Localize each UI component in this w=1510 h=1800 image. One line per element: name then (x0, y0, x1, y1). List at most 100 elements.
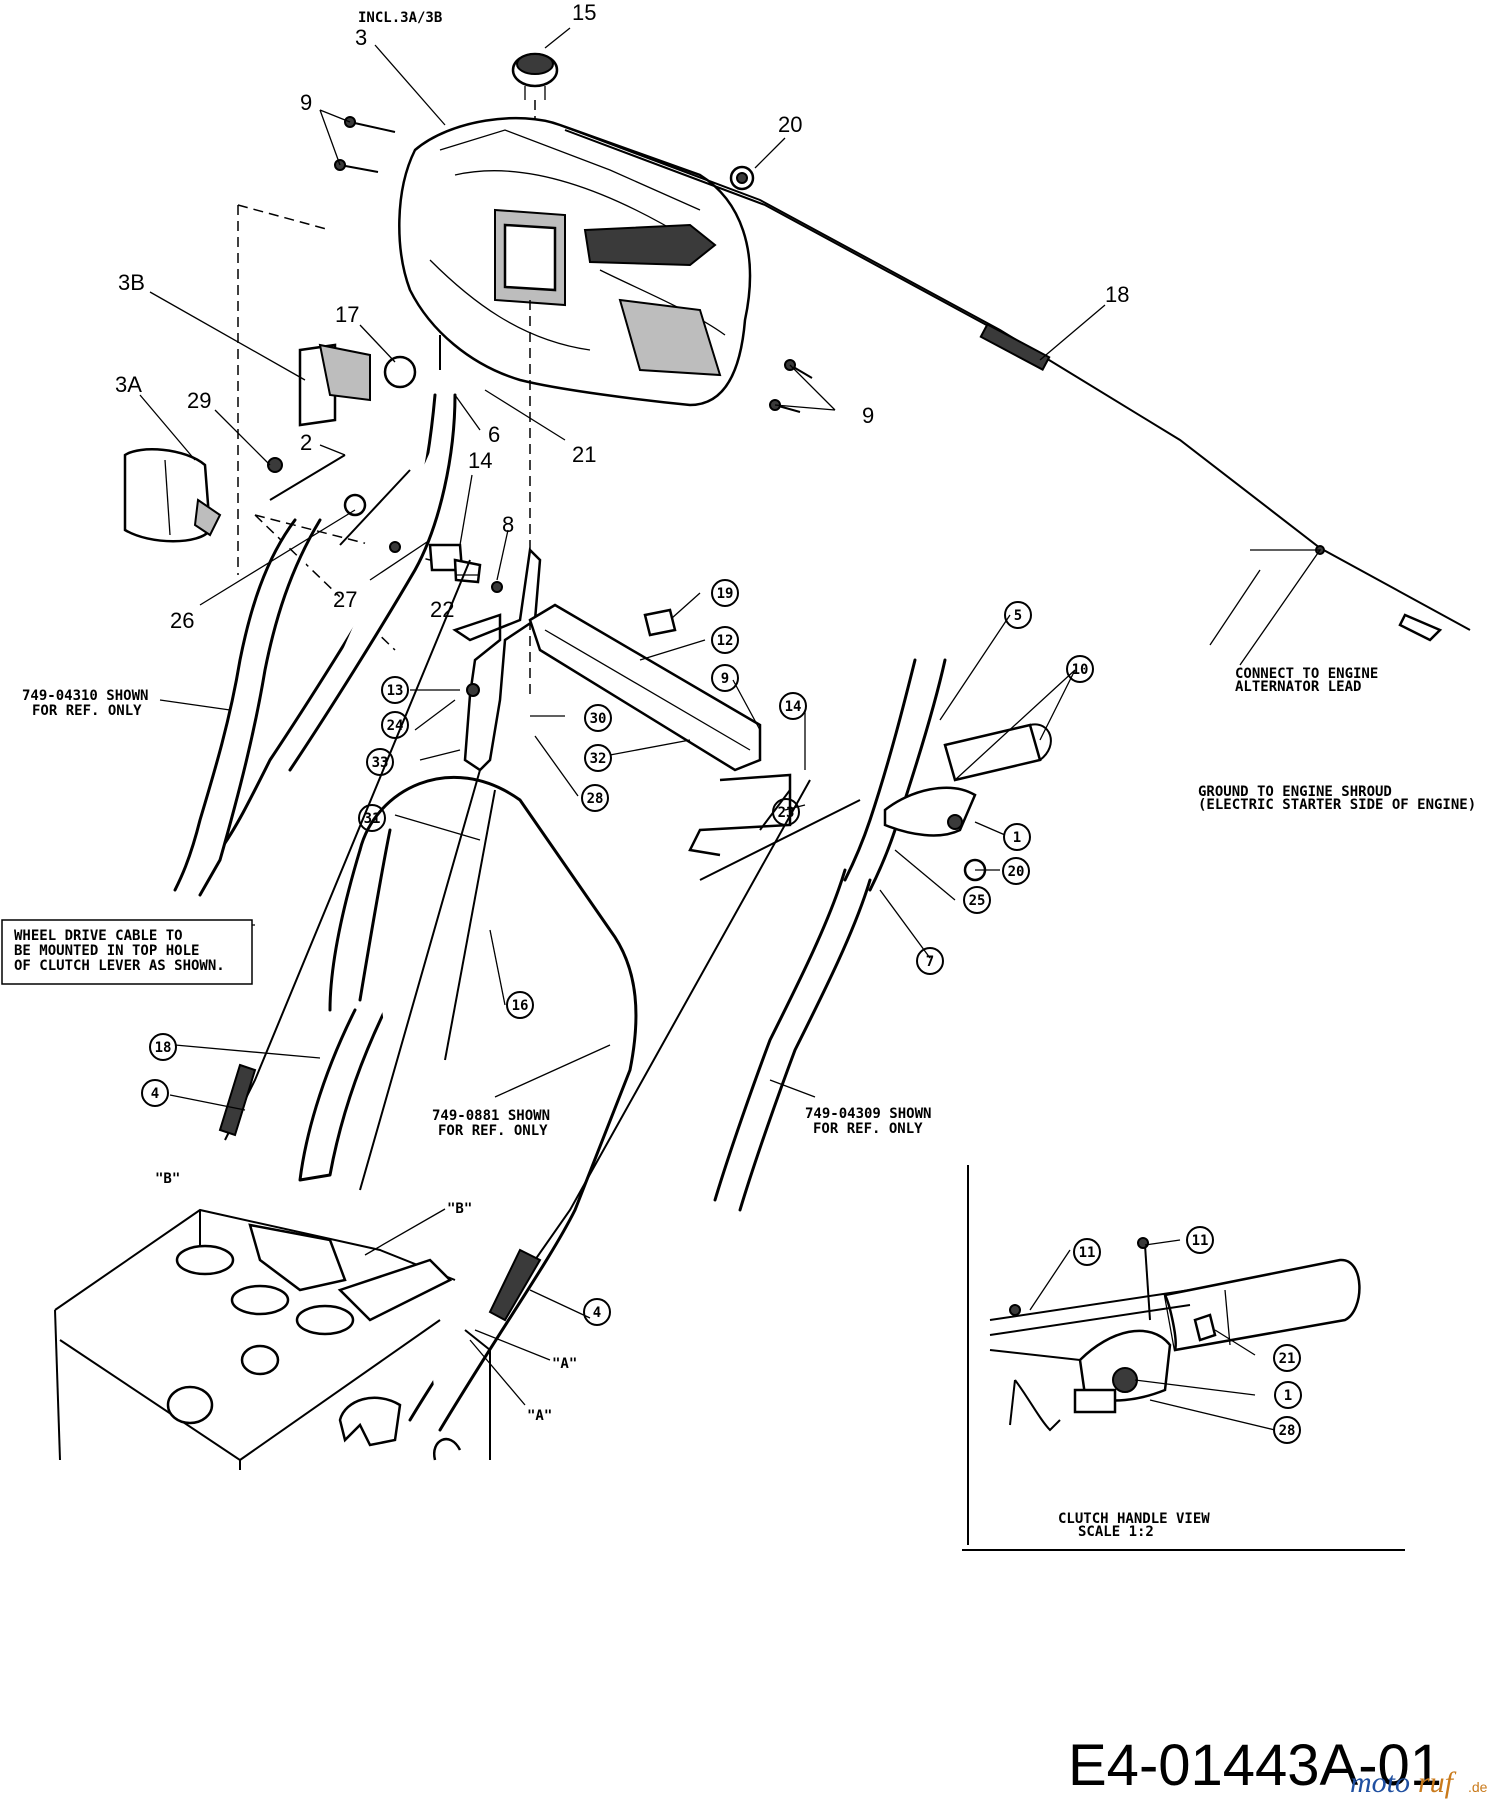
circle-1: 1 (1003, 823, 1031, 851)
note-749-0881-b: FOR REF. ONLY (438, 1123, 548, 1139)
circle-18: 18 (149, 1033, 177, 1061)
note-a2: "A" (527, 1408, 552, 1424)
ref-tube-left-edge (198, 518, 322, 897)
dash-panel (398, 116, 752, 407)
watermark-blue: moto (1350, 1766, 1410, 1799)
svg-text:18: 18 (155, 1040, 172, 1056)
svg-text:9: 9 (721, 671, 729, 687)
note-connect-a: CONNECT TO ENGINE (1235, 666, 1378, 682)
svg-text:12: 12 (717, 633, 734, 649)
label-22: 22 (430, 597, 454, 622)
label-9a: 9 (300, 90, 312, 115)
note-749-04310-a: 749-04310 SHOWN (22, 688, 148, 704)
label-18: 18 (1105, 282, 1129, 307)
svg-text:11: 11 (1079, 1245, 1096, 1261)
watermark-tld: .de (1468, 1779, 1488, 1795)
circle-14: 14 (779, 692, 807, 720)
watermark-orange: ruf (1418, 1766, 1457, 1799)
circle-10: 10 (1066, 655, 1094, 683)
svg-text:16: 16 (512, 998, 529, 1014)
note-clutch-b: SCALE 1:2 (1078, 1524, 1154, 1540)
frame-dash (237, 204, 331, 575)
bracket-3b (298, 343, 371, 427)
circle-23: 23 (772, 798, 800, 826)
circle-9: 9 (711, 664, 739, 692)
circle-11b: 11 (1186, 1226, 1214, 1254)
label-17: 17 (335, 302, 359, 327)
circle-20: 20 (1002, 857, 1030, 885)
wheel-note-box (1, 919, 253, 985)
label-8: 8 (502, 512, 514, 537)
svg-text:13: 13 (387, 683, 404, 699)
lever-bracket (452, 547, 542, 772)
circle-33: 33 (366, 748, 394, 776)
label-9b: 9 (862, 403, 874, 428)
shift-assembly (267, 454, 503, 593)
watermark-logo: moto ruf .de (1350, 1766, 1488, 1799)
label-15: 15 (572, 0, 596, 25)
circle-5: 5 (1004, 601, 1032, 629)
circle-32: 32 (584, 744, 612, 772)
note-749-0881-a: 749-0881 SHOWN (432, 1108, 550, 1124)
label-26: 26 (170, 608, 194, 633)
note-clutch-a: CLUTCH HANDLE VIEW (1058, 1511, 1210, 1527)
note-b2: "B" (447, 1201, 472, 1217)
svg-text:19: 19 (717, 586, 734, 602)
circle-1b: 1 (1274, 1381, 1302, 1409)
notes: 749-04310 SHOWN FOR REF. ONLY WHEEL DRIV… (1, 666, 1476, 1540)
svg-text:30: 30 (590, 711, 607, 727)
drive-cables (218, 559, 861, 1322)
svg-text:25: 25 (969, 893, 986, 909)
svg-text:14: 14 (785, 699, 802, 715)
svg-text:24: 24 (387, 718, 404, 734)
svg-text:4: 4 (593, 1305, 601, 1321)
circle-28: 28 (581, 784, 609, 812)
svg-text:33: 33 (372, 755, 389, 771)
note-a1: "A" (552, 1356, 577, 1372)
wire-harness (559, 124, 1471, 642)
label-27: 27 (333, 587, 357, 612)
circle-19: 19 (711, 579, 739, 607)
note-749-04309-a: 749-04309 SHOWN (805, 1106, 931, 1122)
clip-19 (643, 608, 677, 637)
circle-13: 13 (381, 676, 409, 704)
circle-28b: 28 (1273, 1416, 1301, 1444)
label-3b: 3B (118, 270, 145, 295)
circle-12: 12 (711, 626, 739, 654)
leader-lines (139, 27, 1322, 1431)
label-3: 3 (355, 25, 367, 50)
note-ground-b: (ELECTRIC STARTER SIDE OF ENGINE) (1198, 797, 1476, 813)
svg-text:7: 7 (926, 954, 934, 970)
circle-4a: 4 (141, 1079, 169, 1107)
label-21: 21 (572, 442, 596, 467)
svg-text:5: 5 (1014, 608, 1022, 624)
svg-text:23: 23 (778, 805, 795, 821)
circle-30: 30 (584, 704, 612, 732)
note-749-04309-b: FOR REF. ONLY (813, 1121, 923, 1137)
note-b1: "B" (155, 1171, 180, 1187)
circled-callouts: 19 12 5 10 9 14 13 24 30 33 32 28 23 1 2… (141, 579, 1302, 1444)
svg-text:1: 1 (1284, 1388, 1292, 1404)
ref-tube-right (713, 868, 847, 1202)
chassis (54, 1208, 491, 1470)
note-wheel-a: WHEEL DRIVE CABLE TO (14, 928, 183, 944)
grommet (729, 165, 755, 191)
circle-11a: 11 (1073, 1238, 1101, 1266)
circle-31: 31 (358, 804, 386, 832)
circle-16: 16 (506, 991, 534, 1019)
ref-tube-left (173, 518, 297, 892)
cover-3a (123, 448, 222, 543)
svg-text:1: 1 (1013, 830, 1021, 846)
label-2: 2 (300, 430, 312, 455)
circle-25: 25 (963, 886, 991, 914)
circle-7: 7 (916, 947, 944, 975)
cross-shaft (528, 603, 792, 857)
callouts: INCL.3A/3B 15 3 9 20 18 3B 17 3A 29 2 6 … (115, 0, 1129, 633)
right-grip (843, 658, 917, 882)
label-3a: 3A (115, 372, 142, 397)
svg-text:21: 21 (1279, 1351, 1296, 1367)
svg-text:28: 28 (587, 791, 604, 807)
note-ground-a: GROUND TO ENGINE SHROUD (1198, 784, 1392, 800)
label-14: 14 (468, 448, 492, 473)
